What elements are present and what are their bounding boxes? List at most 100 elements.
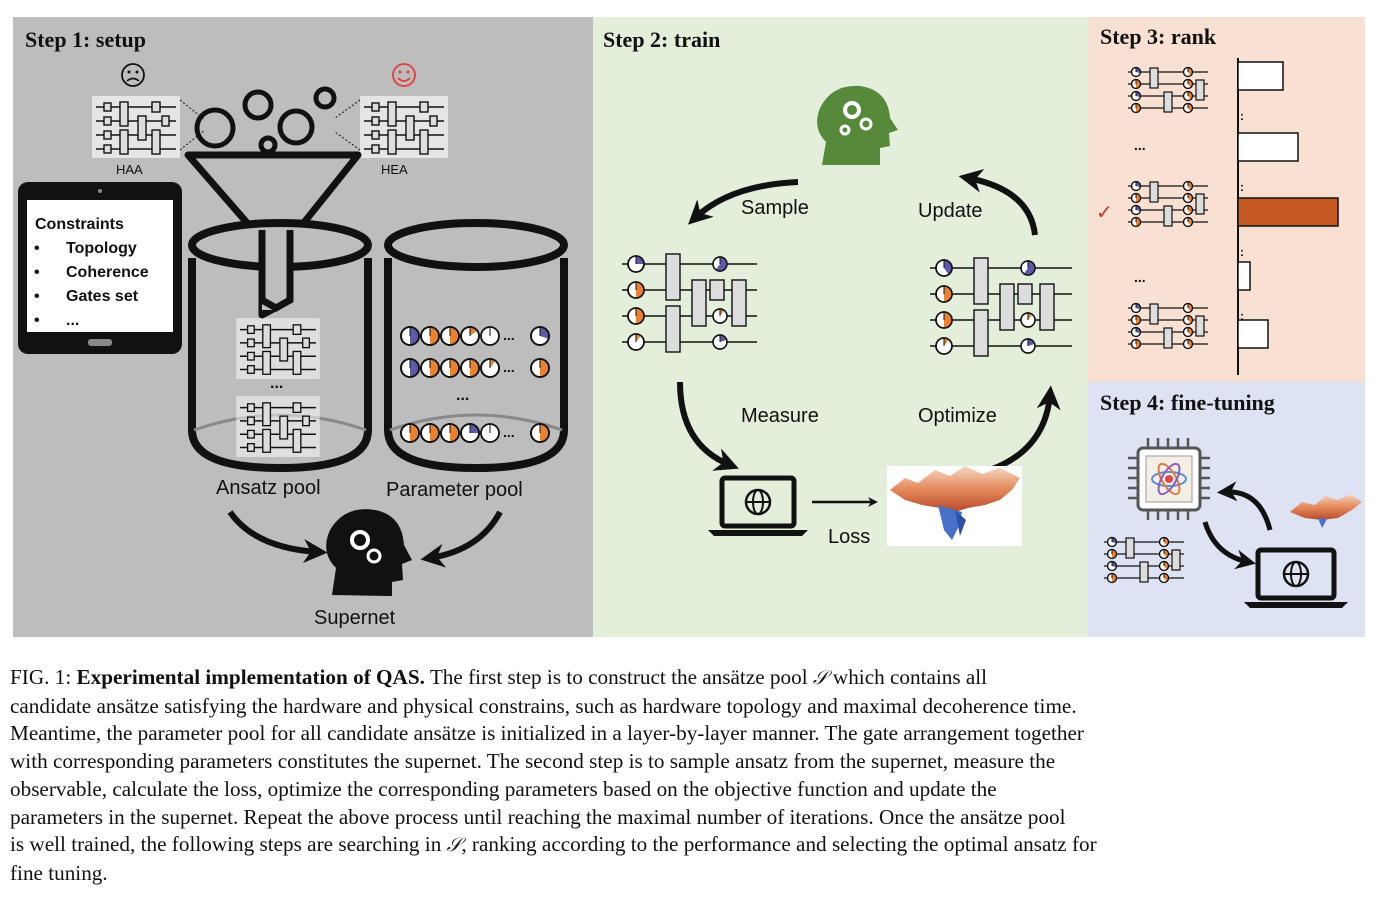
parameter-dial-icon	[712, 334, 728, 350]
parameter-dial-icon	[1182, 102, 1194, 114]
sample-label: Sample	[741, 197, 809, 219]
parameter-dial-icon	[1182, 314, 1194, 326]
parameter-dial-icon	[1130, 66, 1142, 78]
ansatz-ellipsis: ...	[270, 375, 283, 392]
caption-text: , ranking according to the performance a…	[461, 832, 1097, 857]
svg-text:•: •	[34, 240, 40, 257]
step2-panel: Step 2: train Sample Update Measure Opti…	[593, 17, 1088, 637]
updated-circuit	[930, 257, 1072, 357]
parameter-dial-icon	[440, 358, 460, 378]
laptop-icon	[1244, 547, 1348, 608]
parameter-dial-icon	[935, 259, 953, 277]
parameter-dial-icon	[530, 358, 550, 378]
parameter-dial-icon	[935, 285, 953, 303]
parameter-dial-icon	[1106, 572, 1118, 584]
parameter-pool-label: Parameter pool	[386, 479, 523, 501]
step4-title: Step 4: fine-tuning	[1100, 390, 1275, 415]
rank-bar	[1237, 61, 1284, 91]
parameter-dial-icon	[935, 337, 953, 355]
parameter-dial-icon	[1130, 180, 1142, 192]
supernet-label: Supernet	[314, 607, 396, 629]
brain-icon	[817, 85, 898, 165]
parameter-dial-icon	[440, 423, 460, 443]
constraints-heading: Constraints	[35, 216, 124, 233]
caption-title: Experimental implementation of QAS.	[76, 665, 425, 689]
ansatz-pool-label: Ansatz pool	[216, 477, 321, 499]
parameter-dial-icon	[627, 307, 645, 325]
loss-landscape-image	[1290, 494, 1362, 528]
hea-circuit-icon	[360, 96, 448, 158]
parameter-dial-icon	[1130, 192, 1142, 204]
step3-title: Step 3: rank	[1100, 24, 1217, 49]
parameter-dial-icon	[530, 326, 550, 346]
step2-title: Step 2: train	[603, 27, 720, 52]
qas-figure: Step 1: setup HAA HEA	[13, 17, 1365, 637]
parameter-dial-icon	[400, 326, 420, 346]
laptop-icon	[708, 475, 808, 536]
parameter-dial-icon	[1106, 560, 1118, 572]
caption-line: candidate ansätze satisfying the hardwar…	[10, 693, 1077, 718]
parameter-dial-icon	[1158, 536, 1170, 548]
parameter-dial-icon	[460, 358, 480, 378]
parameter-dial-icon	[1182, 204, 1194, 216]
parameter-dial-icon	[1182, 180, 1194, 192]
step1-panel: Step 1: setup HAA HEA	[13, 17, 593, 637]
parameter-dial-icon	[1130, 338, 1142, 350]
constraint-item: Gates set	[66, 288, 139, 305]
parameter-dial-icon	[1020, 338, 1036, 354]
caption-text: which contains all	[832, 665, 988, 689]
parameter-pool-jar	[384, 219, 568, 473]
update-label: Update	[918, 200, 983, 222]
caption-line: is well trained, the following steps are…	[10, 831, 1366, 860]
parameter-dial-icon	[1182, 66, 1194, 78]
svg-text::: :	[1240, 309, 1244, 323]
selected-check-icon: ✓	[1096, 202, 1113, 224]
caption-line: fine tuning.	[10, 860, 108, 885]
parameter-dial-icon	[420, 423, 440, 443]
parameter-dial-icon	[1158, 548, 1170, 560]
parameter-dial-icon	[1130, 90, 1142, 102]
parameter-dial-icon	[530, 423, 550, 443]
parameter-dial-icon	[1182, 78, 1194, 90]
haa-circuit-icon	[92, 96, 180, 158]
happy-face-icon	[392, 63, 416, 87]
svg-text:•: •	[34, 288, 40, 305]
loss-landscape-image	[887, 466, 1022, 546]
step1-title: Step 1: setup	[25, 27, 146, 52]
parameter-dial-icon	[1182, 302, 1194, 314]
figure-caption: FIG. 1: Experimental implementation of Q…	[10, 664, 1366, 888]
param-ellipsis: ...	[456, 387, 469, 404]
parameter-dial-icon	[1182, 338, 1194, 350]
svg-text:...: ...	[503, 359, 515, 375]
parameter-dial-icon	[1182, 192, 1194, 204]
parameter-dial-icon	[712, 256, 728, 272]
caption-text: The first step is to construct the ansät…	[429, 665, 808, 689]
parameter-dial-icon	[1130, 204, 1142, 216]
caption-line: FIG. 1: Experimental implementation of Q…	[10, 664, 1366, 693]
caption-line: observable, calculate the loss, optimize…	[10, 776, 997, 801]
parameter-dial-icon	[627, 333, 645, 351]
parameter-dial-icon	[1106, 548, 1118, 560]
svg-text::: :	[1240, 109, 1244, 123]
parameter-dial-icon	[1158, 560, 1170, 572]
supernet-brain-icon	[326, 509, 412, 596]
parameter-dial-icon	[480, 358, 500, 378]
pool-symbol: 𝒮	[446, 834, 462, 857]
constraint-item: Topology	[66, 240, 137, 257]
pool-symbol: 𝒮	[812, 667, 828, 689]
parameter-dial-icon	[1130, 314, 1142, 326]
parameter-dial-icon	[400, 358, 420, 378]
constraint-item: ...	[66, 312, 79, 329]
parameter-dial-icon	[627, 255, 645, 273]
svg-text:•: •	[34, 264, 40, 281]
rank-bar	[1237, 261, 1251, 291]
parameter-dial-icon	[460, 326, 480, 346]
parameter-dial-icon	[1130, 302, 1142, 314]
rank-ellipsis: ...	[1134, 269, 1146, 285]
parameter-dial-icon	[480, 326, 500, 346]
svg-text:...: ...	[503, 424, 515, 440]
svg-text:•: •	[34, 312, 40, 329]
ansatz-pool-jar: ...	[188, 219, 372, 473]
parameter-dial-icon	[627, 281, 645, 299]
rank-ellipsis: ...	[1134, 137, 1146, 153]
